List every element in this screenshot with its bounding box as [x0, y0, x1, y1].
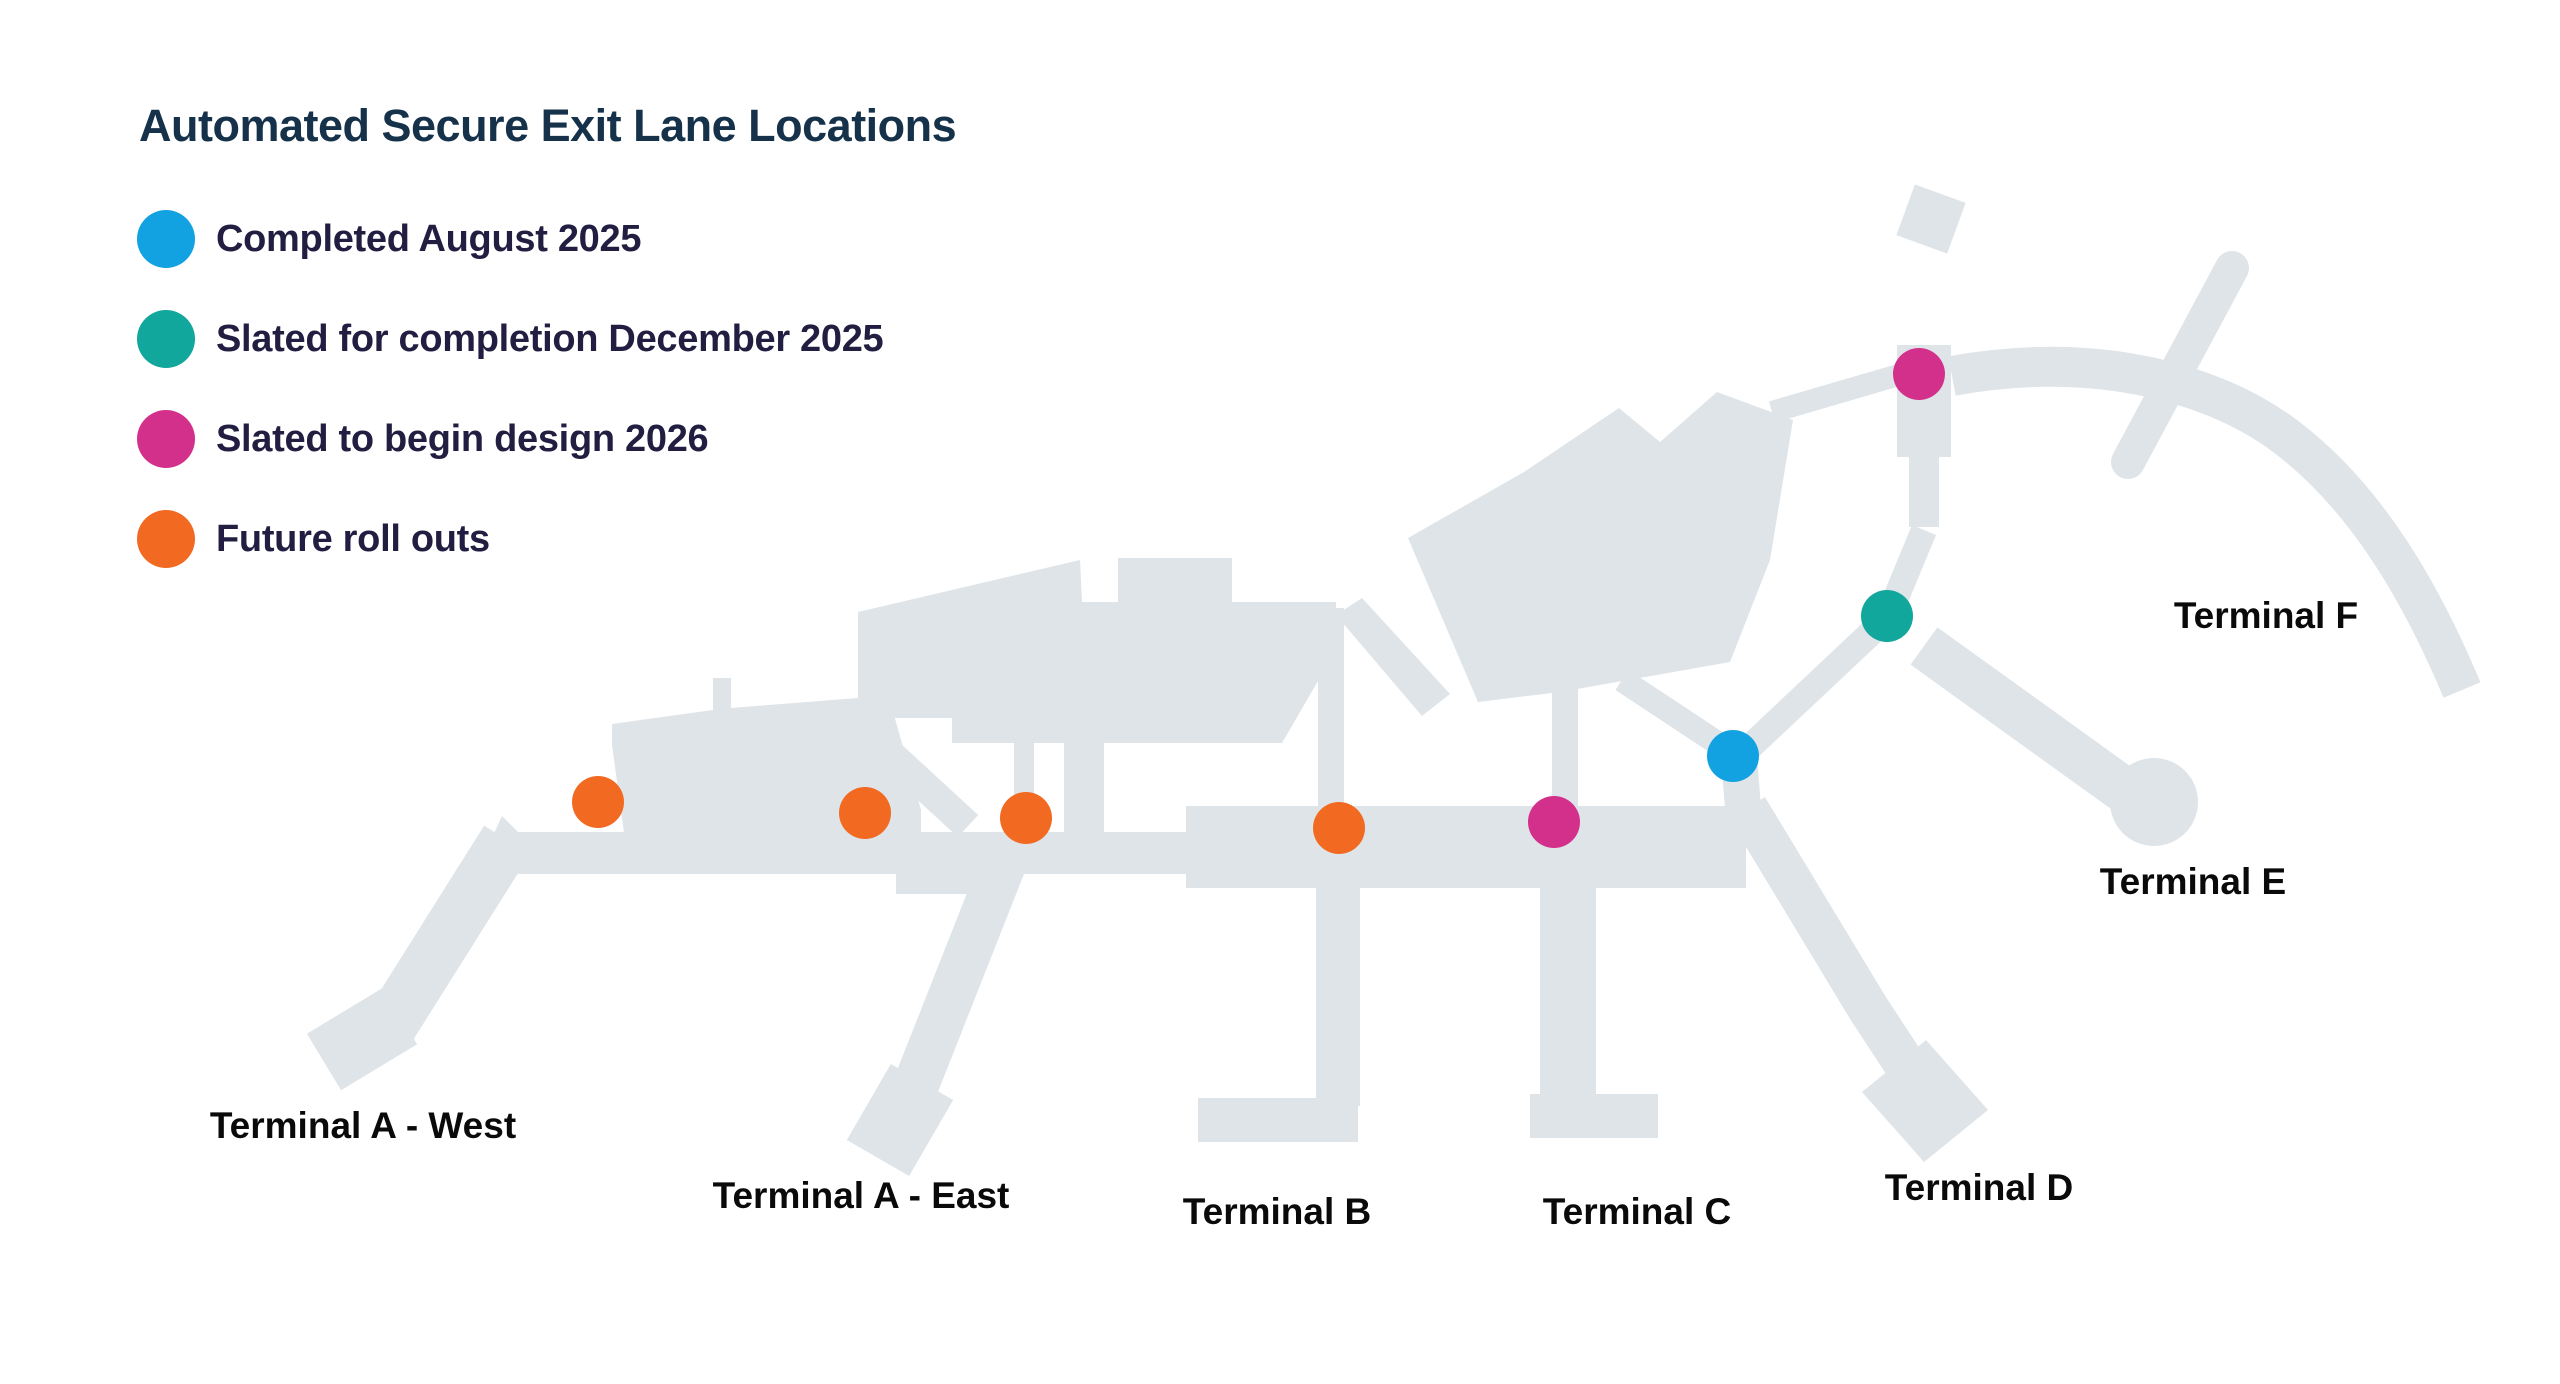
legend-dot-slated-completion-icon — [137, 310, 195, 368]
legend-dot-completed-icon — [137, 210, 195, 268]
terminal-a-west-pier — [367, 825, 530, 1041]
legend-item-completed: Completed August 2025 — [137, 189, 883, 289]
terminal-c-pier — [1540, 878, 1596, 1102]
exit-lane-marker-future-1[interactable] — [572, 776, 624, 828]
terminal-label-d: Terminal D — [1885, 1167, 2073, 1208]
legend-label: Slated to begin design 2026 — [216, 417, 709, 460]
legend-item-future: Future roll outs — [137, 489, 883, 589]
terminal-label-b: Terminal B — [1183, 1191, 1371, 1232]
exit-lane-marker-completed[interactable] — [1707, 730, 1759, 782]
map-shape-east-concourse — [1186, 806, 1746, 888]
exit-lane-marker-december-2025[interactable] — [1861, 590, 1913, 642]
exit-lane-marker-future-3[interactable] — [1000, 792, 1052, 844]
legend-dot-future-icon — [137, 510, 195, 568]
terminal-label-f: Terminal F — [2174, 595, 2358, 636]
terminal-d-foot — [1862, 1040, 1988, 1162]
legend-item-slated-design: Slated to begin design 2026 — [137, 389, 883, 489]
terminal-e-pier — [1910, 627, 2138, 809]
legend-dot-slated-design-icon — [137, 410, 195, 468]
legend-label: Completed August 2025 — [216, 217, 642, 260]
terminal-c-foot — [1530, 1094, 1658, 1138]
terminal-a-east-pier — [892, 853, 1026, 1099]
map-shape-headhouse-link — [869, 733, 979, 838]
terminal-b-pier — [1316, 878, 1360, 1106]
terminal-e-club — [2110, 758, 2198, 846]
page-title: Automated Secure Exit Lane Locations — [139, 100, 957, 151]
terminal-a-east-foot — [846, 1063, 954, 1177]
exit-lane-marker-future-2[interactable] — [839, 787, 891, 839]
airport-map-silhouette — [306, 184, 2481, 1177]
exit-lane-marker-design-2026-2[interactable] — [1893, 348, 1945, 400]
terminal-label-e: Terminal E — [2100, 861, 2286, 902]
legend-label: Future roll outs — [216, 517, 490, 560]
terminal-f-hub-lower — [1909, 455, 1939, 527]
map-shape-northeast-wing — [1408, 392, 1793, 702]
map-shape-cluster-wing-link — [1336, 598, 1450, 716]
exit-lane-marker-design-2026-1[interactable] — [1528, 796, 1580, 848]
exit-lane-marker-future-4[interactable] — [1313, 802, 1365, 854]
terminal-f-arc — [1948, 346, 2481, 698]
terminal-a-west-foot — [306, 987, 418, 1091]
map-shape-central-cluster — [858, 558, 1336, 743]
legend: Completed August 2025 Slated for complet… — [137, 189, 884, 589]
map-shape-wing-f-arm — [1768, 363, 1906, 423]
exit-lane-markers — [572, 348, 1945, 854]
legend-label: Slated for completion December 2025 — [216, 317, 884, 360]
terminal-b-foot — [1198, 1098, 1358, 1142]
terminal-label-a-west: Terminal A - West — [210, 1105, 516, 1146]
legend-item-slated-completion: Slated for completion December 2025 — [137, 289, 884, 389]
terminal-labels: Terminal A - West Terminal A - East Term… — [210, 595, 2358, 1232]
map-shape-connector-2 — [1064, 651, 1104, 832]
terminal-label-c: Terminal C — [1543, 1191, 1731, 1232]
map-shape-connector-3 — [1318, 608, 1344, 808]
terminal-d-pier — [1729, 797, 1941, 1104]
terminal-label-a-east: Terminal A - East — [713, 1175, 1010, 1216]
terminal-f-satellite — [1896, 184, 1966, 254]
